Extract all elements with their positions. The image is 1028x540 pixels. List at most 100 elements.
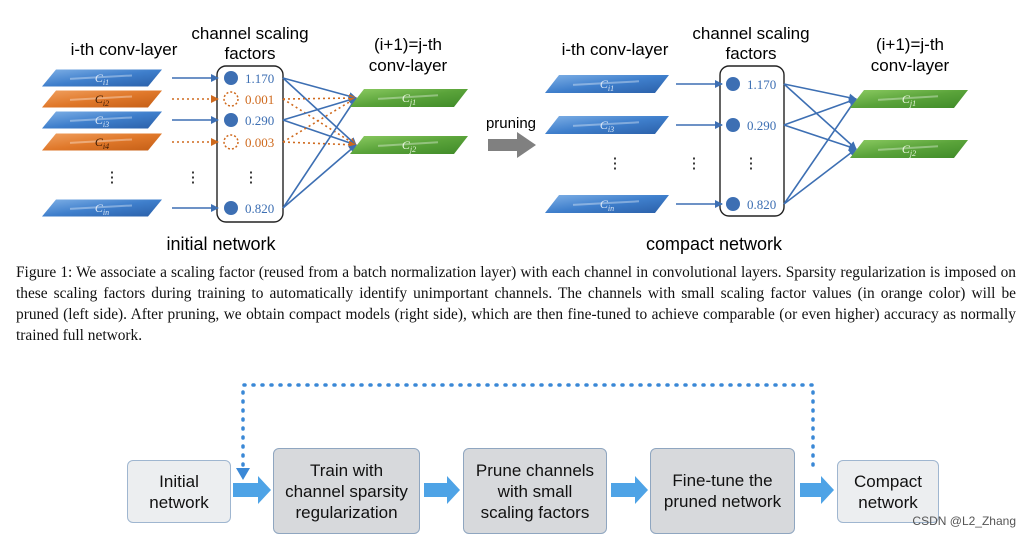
right-factor-ellipsis: ⋮	[744, 156, 759, 172]
right-fan-2-1	[783, 97, 857, 126]
iteration-loop-line	[241, 383, 815, 470]
right-output-channel-2-streak	[877, 145, 939, 151]
right-output-channel-1-shape	[850, 90, 968, 108]
left-factor-dot-1	[224, 71, 238, 85]
left-fan-2-2	[282, 98, 357, 146]
left-output-channel-1: Cj1	[350, 89, 468, 107]
flow-arrow-2	[424, 476, 460, 504]
right-output-channel-2: Cj2	[850, 140, 968, 158]
right-scaling-label-line1: channel scaling	[692, 24, 809, 43]
flow-step-compact-network: Compact network	[837, 460, 939, 523]
left-input-channel-2-label: Ci2	[95, 92, 109, 108]
left-input-channel-4-streak	[69, 138, 133, 144]
left-output-channel-2: Cj2	[350, 136, 468, 154]
left-input-channel-3-label: Ci3	[95, 113, 109, 129]
left-fan-4-1	[282, 97, 357, 143]
left-input-channel-1-streak	[69, 74, 133, 80]
flow-arrow-3	[611, 476, 648, 504]
left-input-channel-5: Cin	[42, 199, 162, 217]
right-input-channel-2-label: Ci3	[600, 118, 614, 134]
right-fan-2-2	[783, 124, 857, 151]
right-input-channel-2: Ci3	[545, 116, 669, 134]
flow-step-label: Initial network	[149, 471, 209, 512]
left-input-channel-5-label: Cin	[95, 201, 109, 217]
left-fan-1-1	[282, 77, 357, 101]
right-input-channel-3-shape	[545, 195, 669, 213]
watermark: CSDN @L2_Zhang	[912, 514, 1016, 528]
left-output-channel-1-shape	[350, 89, 468, 107]
flow-step-prune: Prune channels with small scaling factor…	[463, 448, 607, 534]
left-input-channel-3-streak	[69, 116, 133, 122]
left-output-channel-1-streak	[377, 94, 439, 100]
left-output-channel-2-label: Cj2	[402, 138, 416, 154]
right-input-channel-3: Cin	[545, 195, 669, 213]
right-factor-dot-2	[726, 118, 740, 132]
right-factor-box	[719, 65, 785, 217]
left-factor-value-4: 0.003	[245, 135, 274, 150]
right-output-channel-1: Cj1	[850, 90, 968, 108]
left-section-label: initial network	[166, 234, 276, 254]
left-output-channel-1-label: Cj1	[402, 91, 416, 107]
right-output-layer-label-line2: conv-layer	[871, 56, 950, 75]
left-scaling-label-line2: factors	[224, 44, 275, 63]
left-input-channel-3: Ci3	[42, 111, 162, 129]
flow-step-train: Train with channel sparsity regularizati…	[273, 448, 420, 534]
right-factor-dot-1	[726, 77, 740, 91]
left-factor-dot-4	[223, 134, 239, 150]
right-output-channel-2-label: Cj2	[902, 142, 916, 158]
left-fan-4-2	[282, 140, 357, 149]
left-output-channel-2-shape	[350, 136, 468, 154]
left-factor-dot-3	[224, 113, 238, 127]
left-factor-value-5: 0.820	[245, 201, 274, 216]
flow-connectors	[233, 383, 834, 504]
right-fan-1-2	[783, 83, 857, 150]
left-fan-3-2	[282, 119, 357, 147]
left-factor-value-2: 0.001	[245, 92, 274, 107]
right-factor-dot-3	[726, 197, 740, 211]
right-factor-value-3: 0.820	[747, 197, 776, 212]
flow-step-fine-tune: Fine-tune the pruned network	[650, 448, 795, 534]
left-fan-1-2	[282, 77, 357, 146]
left-input-channel-4-label: Ci4	[95, 135, 109, 151]
left-factor-ellipsis: ⋮	[244, 170, 259, 186]
left-input-channel-2-shape	[42, 90, 162, 108]
right-fan-1-1	[783, 83, 857, 102]
right-scaling-label-line2: factors	[725, 44, 776, 63]
left-arrow-ellipsis: ⋮	[186, 170, 201, 186]
left-input-channel-4: Ci4	[42, 133, 162, 151]
right-factor-value-1: 1.170	[747, 77, 776, 92]
left-scaling-label-line1: channel scaling	[191, 24, 308, 43]
left-output-layer-label-line2: conv-layer	[369, 56, 448, 75]
left-input-channel-2: Ci2	[42, 90, 162, 108]
left-output-layer-label-line1: (i+1)=j-th	[374, 35, 442, 54]
right-input-channel-1-shape	[545, 75, 669, 93]
left-fan-5-1	[282, 97, 357, 209]
right-arrow-ellipsis: ⋮	[687, 156, 702, 172]
right-fan-3-2	[783, 148, 857, 205]
right-input-ellipsis: ⋮	[608, 156, 623, 172]
right-output-channel-1-streak	[877, 95, 939, 101]
iteration-loop-arrowhead	[236, 468, 250, 480]
right-section-label: compact network	[646, 234, 783, 254]
left-output-channel-2-streak	[377, 141, 439, 147]
right-input-channel-1-label: Ci1	[600, 77, 614, 93]
right-input-channel-2-shape	[545, 116, 669, 134]
right-output-channel-2-shape	[850, 140, 968, 158]
left-factor-dot-5	[224, 201, 238, 215]
left-input-channel-3-shape	[42, 111, 162, 129]
flow-arrow-1	[233, 476, 271, 504]
left-input-layer-label: i-th conv-layer	[71, 40, 178, 59]
left-factor-dot-2	[223, 91, 239, 107]
figure-caption: Figure 1: We associate a scaling factor …	[16, 264, 1016, 344]
right-output-layer-label-line1: (i+1)=j-th	[876, 35, 944, 54]
right-fan-3-1	[783, 98, 857, 205]
flow-arrow-4	[800, 476, 834, 504]
left-factor-value-1: 1.170	[245, 71, 274, 86]
pruning-diagram: i-th conv-layer channel scaling factors …	[42, 24, 968, 254]
left-factor-value-3: 0.290	[245, 113, 274, 128]
left-input-channel-1: Ci1	[42, 69, 162, 87]
right-input-channel-3-streak	[572, 200, 640, 206]
flow-step-label: Fine-tune the pruned network	[663, 471, 782, 511]
flow-step-label: Prune channels with small scaling factor…	[475, 460, 595, 522]
right-input-layer-label: i-th conv-layer	[562, 40, 669, 59]
